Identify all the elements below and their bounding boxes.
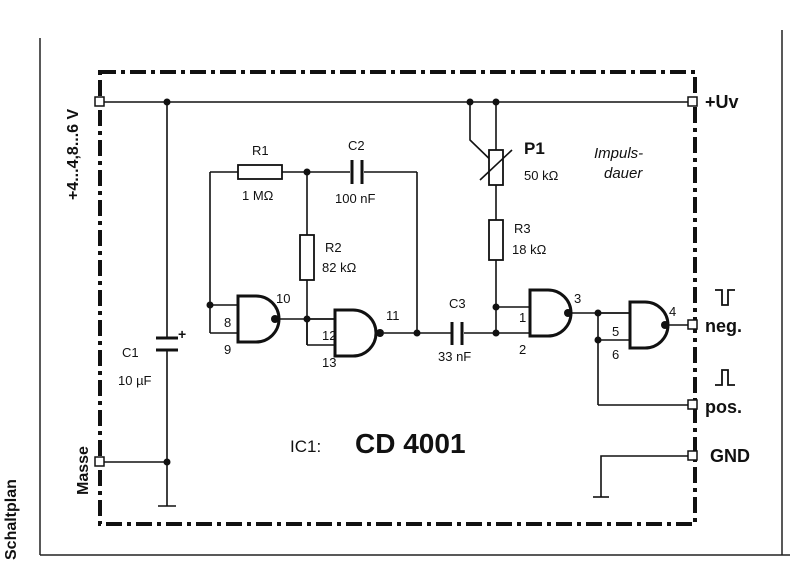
pin-5: 5: [612, 324, 619, 339]
c3-name: C3: [449, 296, 466, 311]
c2-name: C2: [348, 138, 365, 153]
positive-pulse-icon: [715, 369, 735, 386]
gate-c: [528, 288, 573, 338]
terminal-pos: pos.: [705, 397, 742, 417]
ground-side-label: Masse: [75, 446, 92, 495]
annotation-line1: Impuls-: [594, 145, 643, 162]
board-outline: [98, 70, 697, 526]
pin-6: 6: [612, 347, 619, 362]
pin-9: 9: [224, 342, 231, 357]
capacitor-c2: [350, 160, 364, 184]
ic-label: IC1:: [290, 437, 321, 456]
pin-11: 11: [386, 308, 400, 323]
resistor-r3: [488, 219, 504, 261]
pin-4: 4: [669, 304, 676, 319]
r3-value: 18 kΩ: [512, 242, 547, 257]
r1-name: R1: [252, 143, 269, 158]
r3-name: R3: [514, 221, 531, 236]
potentiometer-p1: [488, 149, 504, 186]
gate-d: [628, 300, 670, 350]
terminal-uv: +Uv: [705, 92, 739, 112]
supply-label: +4...4,8...6 V: [65, 109, 82, 201]
c3-value: 33 nF: [438, 349, 471, 364]
c2-value: 100 nF: [335, 191, 376, 206]
resistor-r1: [237, 164, 283, 180]
p1-adjust-arrow: [479, 149, 513, 181]
c1-polarity: +: [178, 326, 186, 342]
pin-12: 12: [322, 328, 336, 343]
pin-3: 3: [574, 291, 581, 306]
pin-8: 8: [224, 315, 231, 330]
r2-name: R2: [325, 240, 342, 255]
terminal-gnd: GND: [710, 446, 750, 466]
terminal-pads: [94, 96, 698, 467]
wire-gnd: [600, 455, 692, 497]
pin-1: 1: [519, 310, 526, 325]
pin-10: 10: [276, 291, 290, 306]
pin-13: 13: [322, 355, 336, 370]
capacitor-c1: [156, 336, 178, 352]
c1-name: C1: [122, 345, 139, 360]
negative-pulse-icon: [715, 289, 735, 306]
p1-value: 50 kΩ: [524, 168, 559, 183]
resistor-r2: [299, 234, 315, 281]
p1-name: P1: [524, 139, 545, 158]
pin-2: 2: [519, 342, 526, 357]
gate-a: [236, 294, 281, 344]
c1-value: 10 µF: [118, 373, 152, 388]
annotation-line2: dauer: [604, 165, 643, 182]
section-label: Schaltplan: [3, 479, 20, 560]
gate-b: [333, 308, 384, 358]
capacitor-c3: [450, 322, 464, 345]
junction-dots: [163, 98, 602, 466]
terminal-neg: neg.: [705, 316, 742, 336]
r1-value: 1 MΩ: [242, 188, 274, 203]
r2-value: 82 kΩ: [322, 260, 357, 275]
ic-part: CD 4001: [355, 428, 466, 459]
